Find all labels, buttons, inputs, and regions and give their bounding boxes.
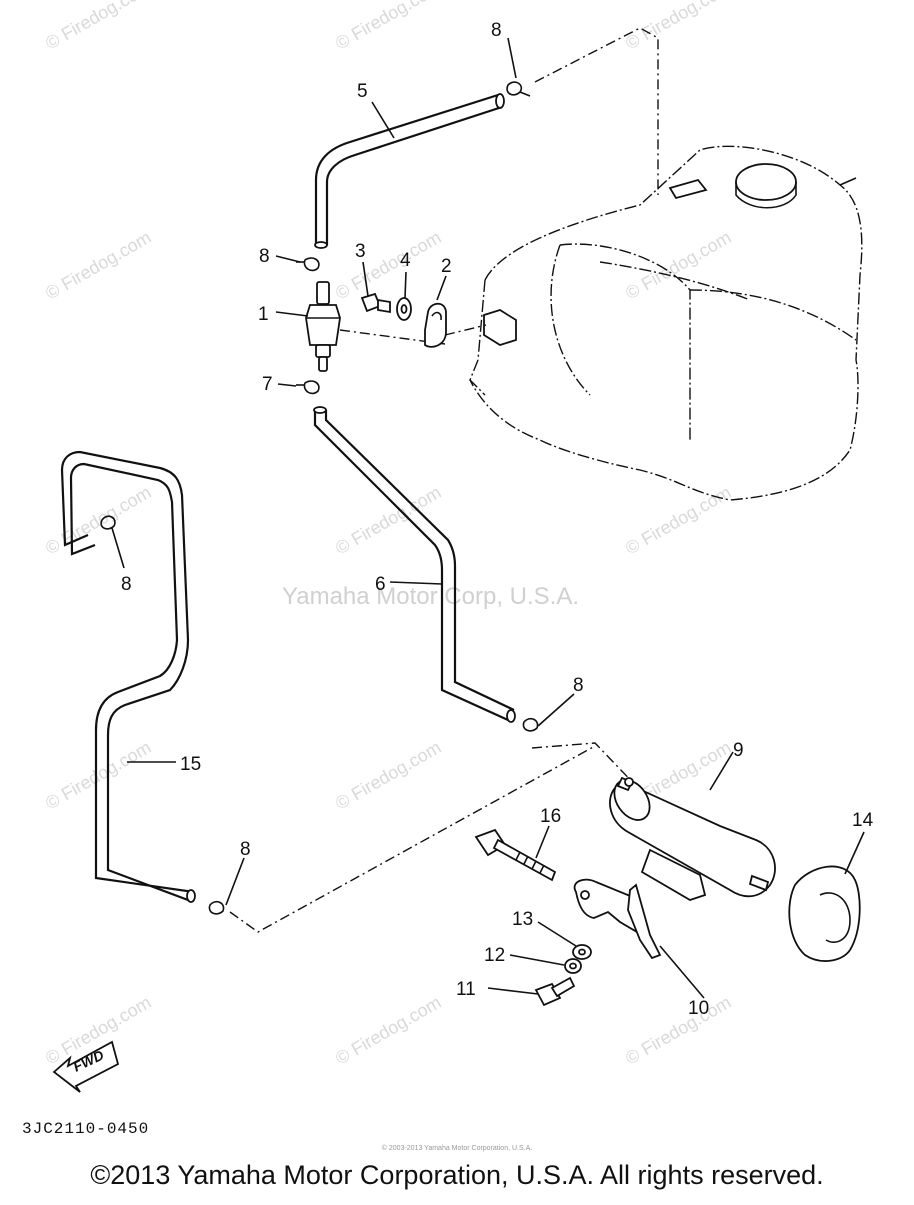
- center-watermark: Yamaha Motor Corp, U.S.A.: [282, 583, 579, 610]
- watermark: © Firedog.com: [42, 0, 154, 53]
- callout-16: 16: [540, 806, 561, 827]
- tank-bracket: [483, 309, 517, 346]
- callout-10: 10: [688, 998, 709, 1019]
- watermark: © Firedog.com: [42, 737, 154, 813]
- watermark: © Firedog.com: [332, 227, 444, 303]
- callout-4: 4: [400, 250, 411, 271]
- small-copyright: © 2003-2013 Yamaha Motor Corporation, U.…: [381, 1145, 533, 1152]
- fuel-pump-9: [609, 776, 776, 901]
- watermark: © Firedog.com: [332, 737, 444, 813]
- callout-7: 7: [262, 374, 273, 395]
- clamp-8-upper: [303, 257, 320, 272]
- cover-14: [788, 865, 861, 962]
- callout-8-top: 8: [491, 20, 502, 41]
- watermark: © Firedog.com: [622, 992, 734, 1068]
- bolt-11: [534, 976, 576, 1007]
- watermark: © Firedog.com: [332, 0, 444, 53]
- callout-15: 15: [180, 754, 201, 775]
- bracket-10: [573, 878, 662, 960]
- tank-fuel-outlet: [668, 178, 708, 200]
- callout-5: 5: [357, 81, 368, 102]
- hose-15: [60, 450, 196, 903]
- callouts: 1 2 3 4 5 6 7 8 8 8 8 8 9 10 11 12 13 14…: [121, 20, 874, 1019]
- callout-14: 14: [852, 810, 874, 831]
- callout-12: 12: [484, 945, 505, 966]
- fuel-tank: [469, 145, 863, 501]
- watermark: © Firedog.com: [42, 227, 154, 303]
- pump-bracket: [640, 848, 707, 901]
- bolt-16: [474, 828, 557, 882]
- callout-9: 9: [733, 740, 744, 761]
- watermark: © Firedog.com: [42, 482, 154, 558]
- clamp-7: [303, 380, 320, 395]
- clamps: [100, 81, 539, 915]
- callout-6: 6: [375, 574, 386, 595]
- watermark: © Firedog.com: [622, 0, 734, 53]
- hose-6: [313, 406, 516, 723]
- callout-8-bottom: 8: [240, 839, 251, 860]
- callout-2: 2: [441, 256, 452, 277]
- callout-13: 13: [512, 909, 533, 930]
- callout-11: 11: [456, 979, 476, 1000]
- clamp-8-top: [506, 81, 523, 96]
- fuel-cap: [735, 163, 797, 201]
- screw-3: [360, 292, 391, 314]
- watermark: © Firedog.com: [332, 992, 444, 1068]
- reference-lines: [229, 27, 659, 933]
- callout-1: 1: [258, 304, 269, 325]
- washer-12: [564, 958, 582, 974]
- leader-lines: [111, 37, 865, 999]
- copyright-notice: ©2013 Yamaha Motor Corporation, U.S.A. A…: [90, 1160, 824, 1190]
- watermark: © Firedog.com: [622, 482, 734, 558]
- clip-2: [424, 302, 447, 348]
- clamp-8-middle: [522, 717, 539, 732]
- washer-4: [396, 297, 412, 321]
- watermark: © Firedog.com: [622, 227, 734, 303]
- callout-8-left: 8: [121, 574, 132, 595]
- callout-8-upper: 8: [259, 246, 270, 267]
- callout-8-middle: 8: [573, 675, 584, 696]
- clamp-8-bottom: [208, 900, 225, 915]
- hose-5: [314, 93, 505, 249]
- clamp-8-left: [100, 515, 116, 530]
- diagram-code: 3JC2110-0450: [22, 1120, 150, 1138]
- washer-13: [572, 944, 592, 960]
- fuel-filter-1: [305, 281, 341, 372]
- callout-3: 3: [355, 241, 366, 262]
